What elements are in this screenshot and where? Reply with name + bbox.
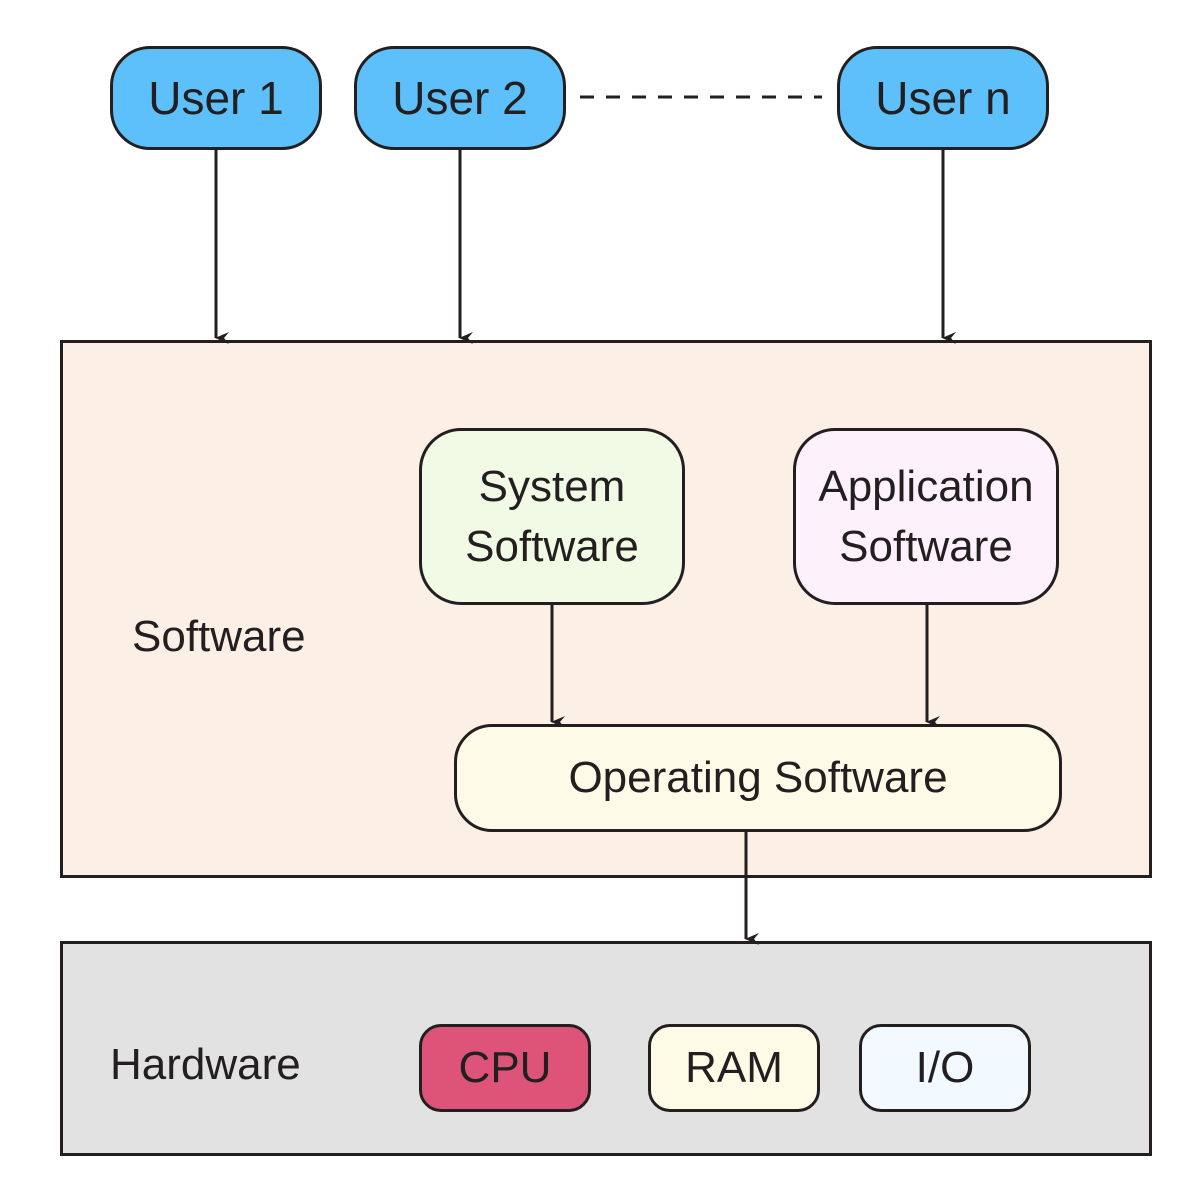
ram-label: RAM	[685, 1043, 783, 1092]
io-box: I/O	[859, 1024, 1031, 1112]
application-software-line1: Application	[818, 462, 1034, 512]
cpu-label: CPU	[458, 1043, 552, 1092]
application-software-line2: Software	[839, 521, 1013, 571]
operating-software-box: Operating Software	[454, 724, 1062, 832]
system-software-box: System Software	[419, 428, 685, 605]
system-software-line1: System	[478, 462, 626, 512]
user-n-node: User n	[837, 46, 1049, 150]
user-1-node: User 1	[110, 46, 322, 150]
user-2-label: User 2	[392, 72, 528, 124]
operating-software-label: Operating Software	[568, 753, 948, 803]
user-1-label: User 1	[148, 72, 284, 124]
system-software-line2: Software	[465, 521, 639, 571]
application-software-box: Application Software	[793, 428, 1059, 605]
hardware-label: Hardware	[110, 1040, 301, 1089]
user-2-node: User 2	[354, 46, 566, 150]
ram-box: RAM	[648, 1024, 820, 1112]
software-label: Software	[132, 612, 306, 661]
io-label: I/O	[915, 1043, 975, 1092]
cpu-box: CPU	[419, 1024, 591, 1112]
user-n-label: User n	[875, 72, 1011, 124]
